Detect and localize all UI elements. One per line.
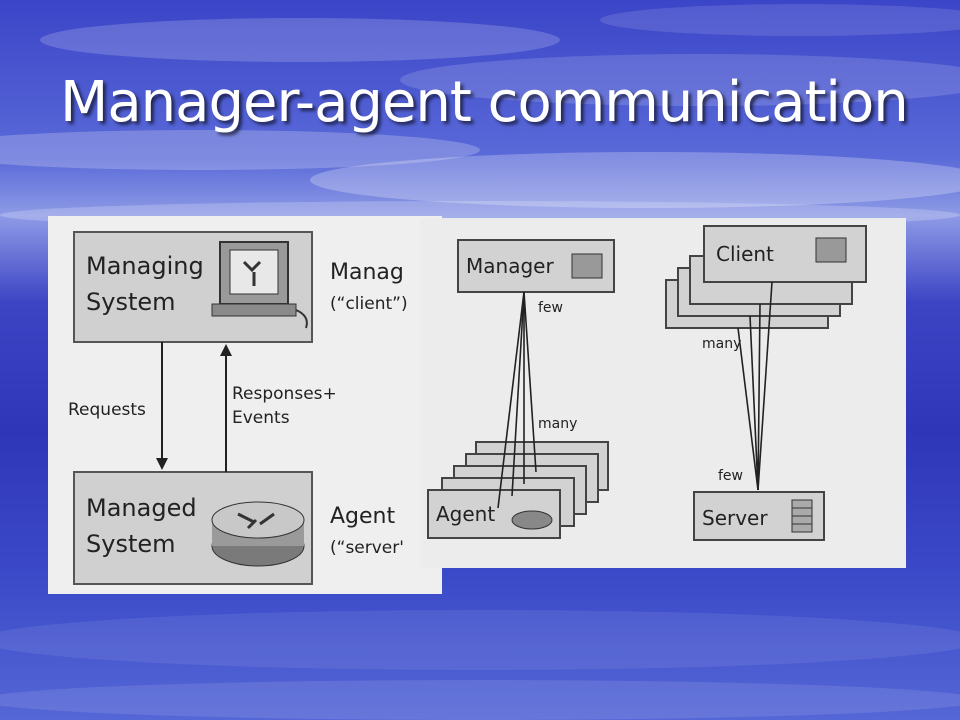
slide-title: Manager-agent communication <box>60 70 909 135</box>
client-box-label: Client <box>716 242 774 266</box>
requests-label: Requests <box>68 400 146 420</box>
agent-many-label: many <box>538 416 578 432</box>
server-few-label: few <box>718 468 743 484</box>
client-many-label: many <box>702 336 742 352</box>
responses-label: Responses+ <box>232 384 337 404</box>
events-label: Events <box>232 408 290 428</box>
manager-box-label: Manager <box>466 254 554 278</box>
manager-agent-diagram: Managing System Manag (“client”) Request… <box>48 216 442 594</box>
managing-system-label: Managing <box>86 252 204 280</box>
managed-system-label: Managed <box>86 494 197 522</box>
cardinality-diagram: Manager few many Agent Client many few S… <box>420 218 906 568</box>
server-box-label: Server <box>702 506 768 530</box>
server-role-label: (“server' <box>330 538 404 558</box>
managed-system-label-2: System <box>86 530 176 558</box>
manager-role-label: Manag <box>330 260 404 285</box>
cardinality-lines <box>427 225 867 541</box>
router-icon <box>211 501 305 567</box>
agent-role-label: Agent <box>330 504 396 529</box>
agent-box-label: Agent <box>436 502 496 526</box>
manager-few-label: few <box>538 300 563 316</box>
managing-system-label-2: System <box>86 288 176 316</box>
manager-agent-arrows <box>73 231 313 585</box>
client-role-label: (“client”) <box>330 294 408 314</box>
computer-icon <box>211 241 308 329</box>
